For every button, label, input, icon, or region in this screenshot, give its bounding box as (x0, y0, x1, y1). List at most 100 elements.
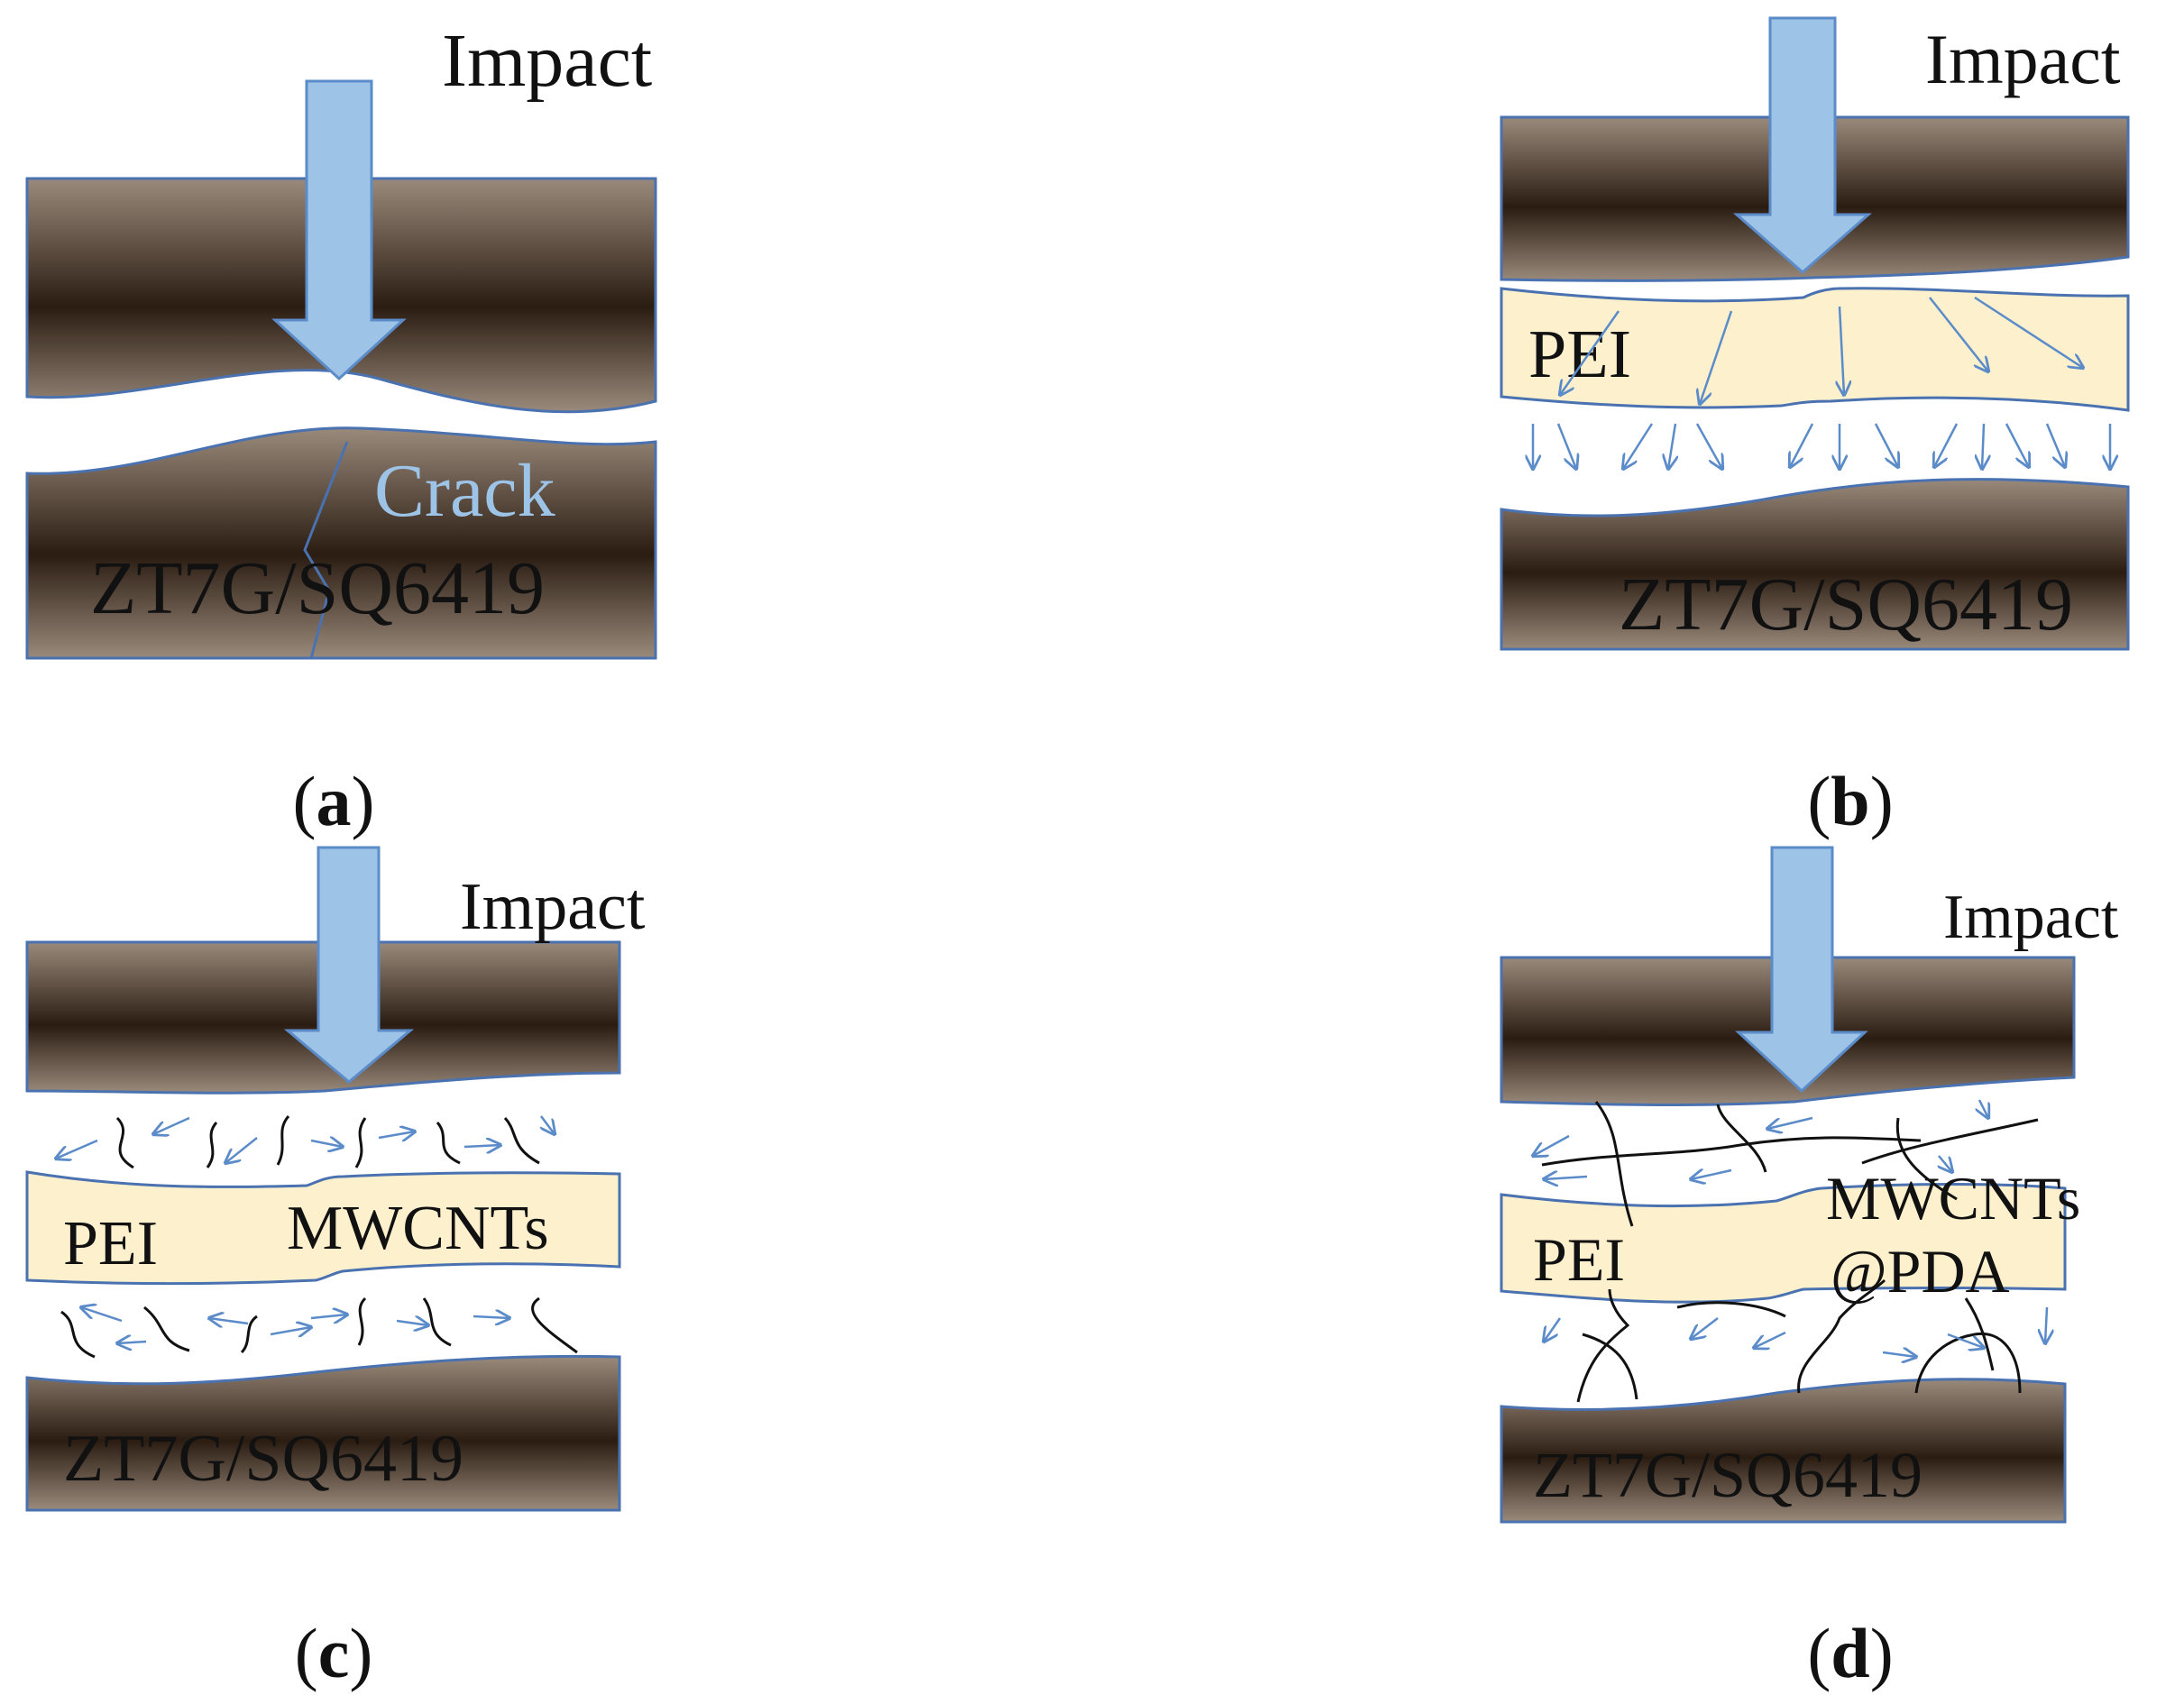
laminate-bottom-a (25, 426, 657, 660)
cnt-fiber (1541, 1136, 1922, 1167)
cnt-fiber (206, 1122, 218, 1168)
cnt-fiber (1576, 1288, 1630, 1403)
panel-d: PEI MWCNTs @PDA ZT7G/SQ6419 Impact (1500, 846, 2119, 1692)
pei-label-b: PEI (1528, 316, 1631, 392)
energy-arrows-c (56, 1115, 555, 1343)
stress-arrow (1947, 1333, 1984, 1348)
stress-arrow (153, 1116, 190, 1134)
cnt-fiber (531, 1296, 578, 1354)
cnt-fiber (240, 1315, 258, 1354)
crack-line (303, 441, 349, 659)
cnt-fibers-c (60, 1115, 578, 1359)
pei-layer-c (25, 1170, 621, 1286)
cnt-fiber (436, 1122, 461, 1165)
stress-arrow (1979, 1099, 1988, 1118)
energy-arrows-d (1533, 1099, 2047, 1357)
impact-arrow-a (271, 79, 407, 381)
impact-label-c: Impact (460, 870, 646, 944)
cnt-fiber (115, 1116, 134, 1169)
stress-arrow (378, 1131, 415, 1138)
stress-arrow (1668, 423, 1675, 469)
stress-arrow (1974, 296, 2083, 368)
stress-arrow (1754, 1331, 1786, 1348)
stress-arrow (1533, 1134, 1570, 1156)
stress-arrow (1623, 423, 1654, 469)
panel-a: Crack ZT7G/SQ6419 Impact (a) (25, 19, 657, 840)
laminate-label-b: ZT7G/SQ6419 (1619, 563, 2073, 646)
stress-arrow (1939, 1155, 1952, 1172)
stress-arrow (2045, 423, 2065, 467)
cnt-fiber (1914, 1332, 2022, 1394)
cnt-fiber (276, 1115, 290, 1166)
cnt-fiber (422, 1297, 452, 1347)
laminate-label-d: ZT7G/SQ6419 (1533, 1439, 1922, 1511)
stress-arrow (541, 1115, 555, 1134)
stress-arrow (1874, 423, 1898, 467)
panel-label-c: (c) (295, 1614, 373, 1692)
mwcnt-label-c: MWCNTs (287, 1194, 549, 1263)
stress-arrow (117, 1342, 147, 1343)
stress-arrow (1556, 423, 1576, 469)
laminate-bottom-c (25, 1354, 621, 1512)
stress-arrow (1695, 423, 1722, 469)
cnt-fiber (1676, 1301, 1786, 1318)
stress-arrow (473, 1316, 509, 1318)
stress-arrow (1691, 1170, 1732, 1179)
stress-arrow (81, 1307, 123, 1323)
stress-arrow (1691, 1317, 1719, 1339)
stress-arrow (396, 1321, 428, 1325)
laminate-label-c: ZT7G/SQ6419 (63, 1422, 463, 1496)
stress-arrow (1790, 423, 1814, 467)
cnt-fiber (1594, 1101, 1634, 1227)
impact-label-a: Impact (442, 19, 652, 103)
laminate-bottom-d (1500, 1378, 2067, 1524)
stress-arrow (1560, 310, 1620, 395)
cnt-network-d (1541, 1101, 2039, 1403)
stress-arrow (310, 1141, 343, 1147)
cnt-fiber (1861, 1118, 2039, 1165)
pei-label-d: PEI (1533, 1225, 1625, 1294)
energy-arrows-b (1533, 296, 2110, 469)
laminate-bottom-b (1500, 478, 2130, 651)
stress-arrow (1840, 306, 1844, 395)
cnt-fiber (1716, 1104, 1767, 1173)
panel-label-a: (a) (293, 762, 375, 840)
stress-arrow (463, 1145, 500, 1147)
stress-arrow (1882, 1352, 1916, 1357)
impact-arrow-d (1735, 846, 1868, 1094)
panel-label-b: (b) (1807, 762, 1893, 840)
stress-arrow (1982, 423, 1984, 469)
stress-arrow (1700, 310, 1733, 404)
stress-arrow (1544, 1177, 1588, 1179)
stress-arrow (2045, 1306, 2047, 1343)
cnt-fiber (143, 1305, 190, 1352)
cnt-fiber (357, 1296, 367, 1346)
panel-b: PEI ZT7G/SQ6419 Impact (b) (1500, 16, 2130, 840)
cnt-fiber (60, 1310, 96, 1359)
panel-c: PEI MWCNTs ZT7G/SQ6419 Impact (25, 846, 646, 1692)
stress-arrow (1544, 1317, 1562, 1342)
stress-arrow (56, 1139, 98, 1159)
stress-arrow (2005, 423, 2029, 467)
pei-label-c: PEI (63, 1209, 158, 1278)
cnt-fiber (354, 1117, 367, 1168)
crack-label: Crack (374, 449, 555, 533)
cnt-fiber (1895, 1117, 1958, 1201)
laminate-label-a: ZT7G/SQ6419 (90, 546, 545, 630)
cnt-fiber (1797, 1278, 1886, 1394)
stress-arrow (310, 1315, 347, 1318)
impact-label-b: Impact (1925, 20, 2121, 98)
stress-arrow (1934, 423, 1959, 467)
impact-arrow-b (1733, 16, 1872, 274)
cnt-fiber (1582, 1333, 1638, 1400)
impact-label-d: Impact (1943, 883, 2119, 952)
pda-label-d: @PDA (1831, 1237, 2010, 1305)
stress-arrow (1767, 1116, 1813, 1129)
pei-layer-b (1500, 287, 2130, 412)
stress-arrow (225, 1137, 258, 1163)
stress-arrow (1929, 297, 1988, 371)
cnt-fiber (503, 1116, 540, 1165)
stress-arrow (270, 1327, 311, 1334)
panel-label-d: (d) (1807, 1614, 1893, 1692)
